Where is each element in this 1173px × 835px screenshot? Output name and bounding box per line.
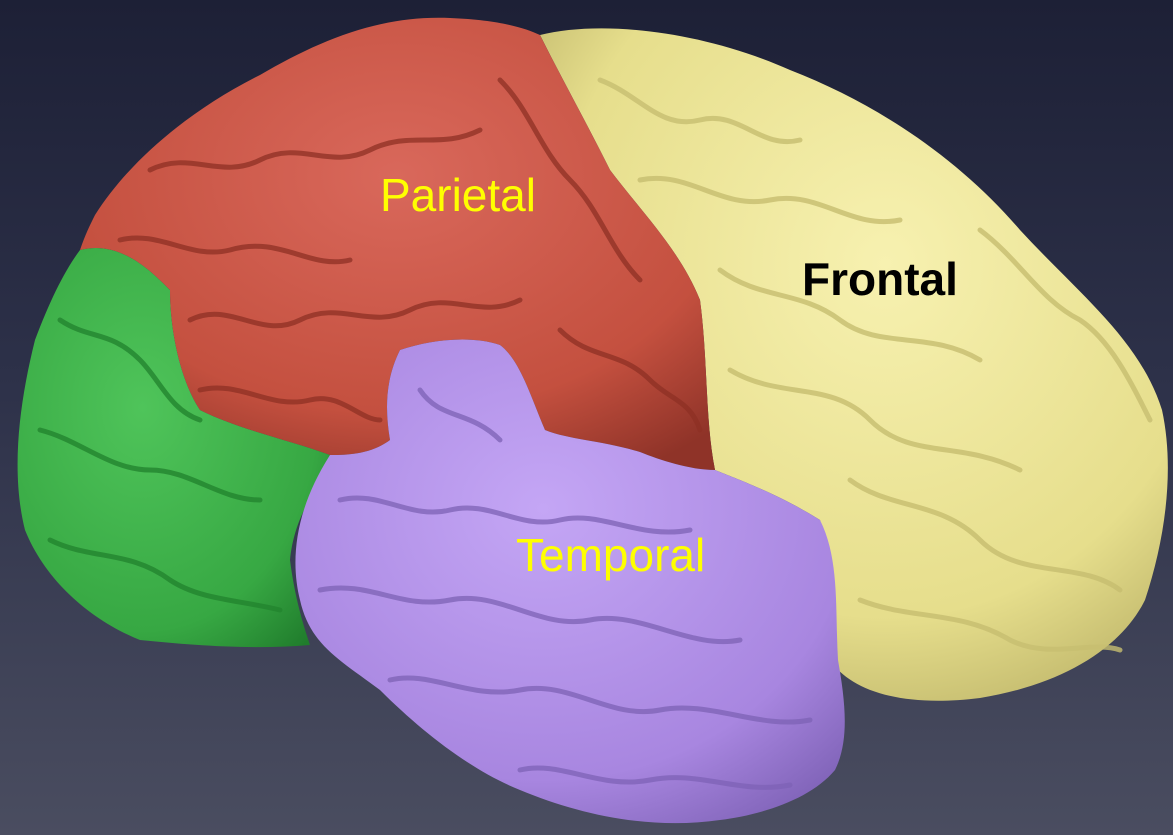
parietal-label: Parietal (380, 172, 536, 218)
frontal-label: Frontal (802, 256, 958, 302)
temporal-label: Temporal (516, 532, 705, 578)
